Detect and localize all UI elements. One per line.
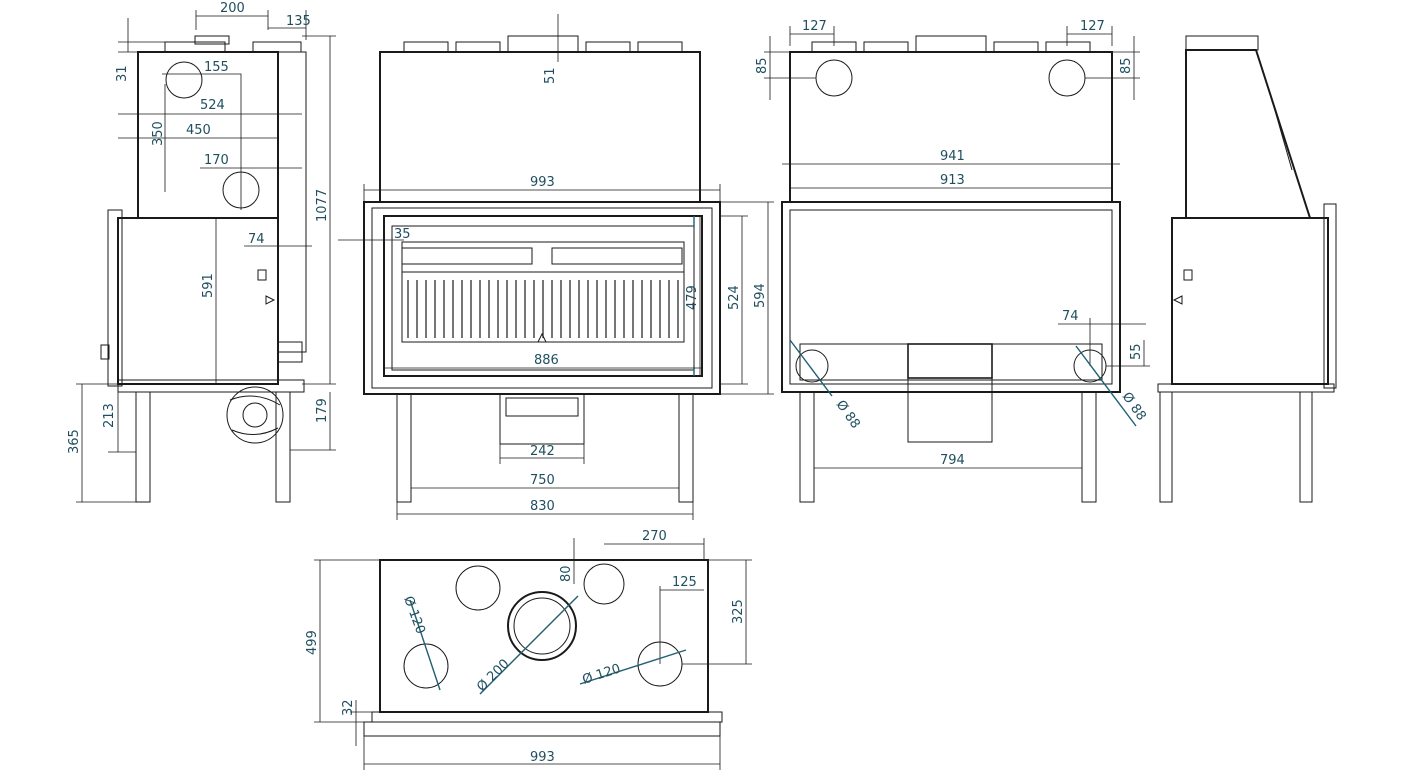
dia-88-right: Ø 88 bbox=[1119, 390, 1149, 424]
dim-830: 830 bbox=[530, 499, 555, 514]
dim-127-right: 127 bbox=[1080, 19, 1105, 34]
dim-993: 993 bbox=[530, 175, 555, 190]
dim-270: 270 bbox=[642, 529, 667, 544]
dia-120-right: Ø 120 bbox=[581, 661, 623, 687]
dim-479: 479 bbox=[685, 285, 700, 310]
grate-bars bbox=[407, 280, 679, 338]
dia-120-left: Ø 120 bbox=[400, 594, 427, 636]
dim-913: 913 bbox=[940, 173, 965, 188]
dim-155: 155 bbox=[204, 60, 229, 75]
dim-179: 179 bbox=[315, 398, 330, 423]
dim-55: 55 bbox=[1129, 343, 1144, 360]
dim-35: 35 bbox=[394, 227, 411, 242]
dim-350: 350 bbox=[151, 121, 166, 146]
dim-524: 524 bbox=[727, 285, 742, 310]
dim-325: 325 bbox=[731, 599, 746, 624]
right-side-view bbox=[1157, 35, 1337, 503]
dim-74: 74 bbox=[248, 232, 265, 247]
dim-499: 499 bbox=[305, 630, 320, 655]
dim-127-left: 127 bbox=[802, 19, 827, 34]
front-view: 51 993 35 479 524 594 886 242 750 830 bbox=[338, 14, 774, 520]
dim-80: 80 bbox=[559, 565, 574, 582]
dim-750: 750 bbox=[530, 473, 555, 488]
rear-view: 127 127 85 85 941 913 74 55 Ø 88 Ø 88 79… bbox=[755, 19, 1150, 503]
dim-74: 74 bbox=[1062, 309, 1079, 324]
dim-594: 594 bbox=[753, 283, 768, 308]
dim-170: 170 bbox=[204, 153, 229, 168]
dim-85-right: 85 bbox=[1119, 57, 1134, 74]
dia-200: Ø 200 bbox=[474, 657, 512, 695]
dim-450: 450 bbox=[186, 123, 211, 138]
dim-135: 135 bbox=[286, 14, 311, 29]
dim-85-left: 85 bbox=[755, 57, 770, 74]
dim-365: 365 bbox=[67, 429, 82, 454]
dim-1077: 1077 bbox=[315, 189, 330, 222]
dim-200: 200 bbox=[220, 1, 245, 16]
dia-88-left: Ø 88 bbox=[833, 398, 863, 432]
dim-51: 51 bbox=[543, 67, 558, 84]
left-side-view: 200 135 31 155 524 350 450 170 1077 74 5… bbox=[67, 1, 336, 503]
dim-591: 591 bbox=[201, 273, 216, 298]
dim-242: 242 bbox=[530, 444, 555, 459]
dim-213: 213 bbox=[102, 403, 117, 428]
dim-993: 993 bbox=[530, 750, 555, 765]
dim-32: 32 bbox=[341, 699, 356, 716]
dim-125: 125 bbox=[672, 575, 697, 590]
dim-886: 886 bbox=[534, 353, 559, 368]
dim-941: 941 bbox=[940, 149, 965, 164]
top-view: 270 80 125 325 499 32 993 Ø 120 Ø 200 Ø … bbox=[305, 529, 752, 770]
dim-31: 31 bbox=[115, 65, 130, 82]
dim-524: 524 bbox=[200, 98, 225, 113]
dim-794: 794 bbox=[940, 453, 965, 468]
